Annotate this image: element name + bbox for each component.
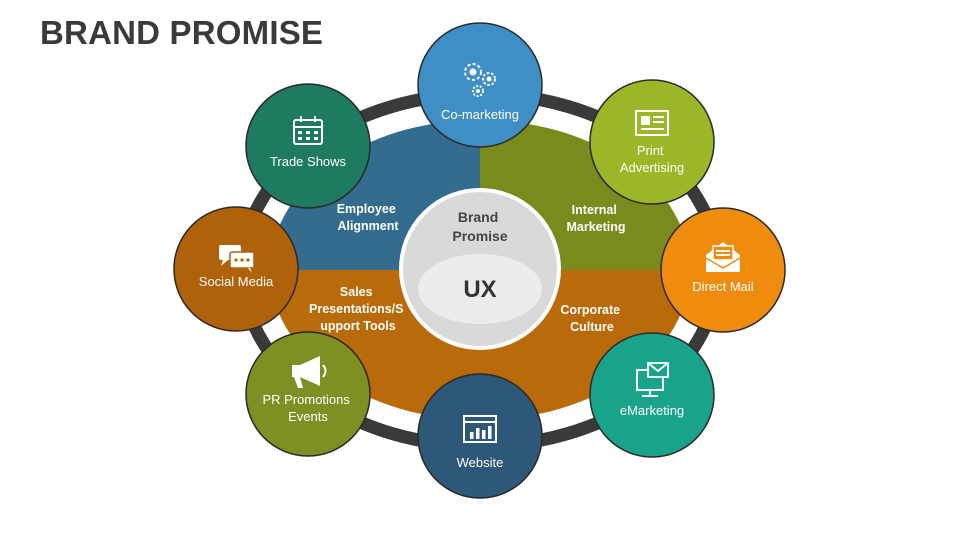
- node-trade-shows: Trade Shows: [245, 83, 371, 209]
- svg-text:Trade Shows: Trade Shows: [270, 154, 347, 169]
- quadrant-label-employee-alignment: Employee Alignment: [337, 202, 400, 233]
- center-core-label: UX: [463, 276, 496, 303]
- megaphone-icon: [292, 356, 327, 388]
- svg-text:eMarketing: eMarketing: [620, 403, 684, 418]
- node-pr-promotions-events: PR Promotions Events: [245, 331, 371, 457]
- quadrant-label-internal-marketing: Internal Marketing: [566, 203, 625, 234]
- svg-text:Website: Website: [457, 455, 504, 470]
- newspaper-icon: [635, 110, 669, 136]
- chat-bubbles-icon: [219, 245, 255, 273]
- node-website: Website: [417, 373, 543, 499]
- svg-text:Co-marketing: Co-marketing: [441, 107, 519, 122]
- gears-icon: [464, 63, 496, 97]
- node-social-media: Social Media: [173, 206, 299, 332]
- node-co-marketing: Co-marketing: [417, 22, 543, 148]
- monitor-mail-icon: [636, 362, 669, 397]
- page-title: BRAND PROMISE: [40, 14, 324, 51]
- center-core: [418, 254, 542, 324]
- browser-chart-icon: [463, 415, 497, 443]
- node-emarketing: eMarketing: [589, 332, 715, 458]
- center-label: Brand Promise: [452, 209, 507, 244]
- svg-text:Direct Mail: Direct Mail: [692, 279, 754, 294]
- node-print-advertising: Print Advertising: [589, 79, 715, 205]
- quadrant-label-sales-presentations: Sales Presentations/S upport Tools: [309, 285, 407, 333]
- svg-text:Print Advertising: Print Advertising: [620, 143, 684, 175]
- svg-text:PR Promotions Events: PR Promotions Events: [262, 392, 353, 424]
- node-direct-mail: Direct Mail: [660, 207, 786, 333]
- open-envelope-icon: [705, 242, 741, 272]
- calendar-icon: [293, 116, 323, 145]
- svg-text:Social Media: Social Media: [199, 274, 274, 289]
- quadrant-label-corporate-culture: Corporate Culture: [560, 303, 623, 334]
